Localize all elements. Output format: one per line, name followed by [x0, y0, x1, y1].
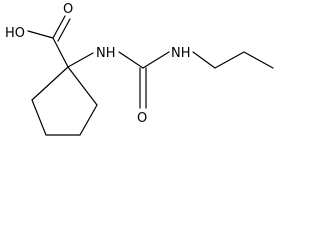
- bond-ring-carbon-to-nh: [67, 52, 94, 68]
- bond-propyl-c2-c3: [243, 51, 274, 69]
- bond-urea-carbon-to-nh: [142, 51, 170, 69]
- bond-ho-to-carboxyl-carbon: [27, 30, 54, 39]
- ring-bond-5: [31, 66, 69, 101]
- atom-label-acid-oxygen: O: [63, 2, 73, 17]
- bond-nh-to-urea-carbon: [118, 51, 144, 69]
- atom-label-nh-left: NH: [96, 46, 116, 61]
- atom-label-nh-right: NH: [171, 46, 191, 61]
- ring-bond-1: [67, 66, 98, 106]
- chemical-structure-diagram: HO O NH O NH: [5, 2, 274, 136]
- bond-nh-to-propyl-c1: [192, 51, 216, 69]
- ring-bond-4: [31, 99, 47, 136]
- bond-carboxyl-c-to-ring-carbon: [52, 37, 69, 68]
- atom-label-hydroxyl: HO: [5, 26, 25, 41]
- ring-bond-2: [79, 104, 98, 136]
- bond-carboxyl-c-double-o-a: [52, 15, 66, 39]
- bond-propyl-c1-c2: [214, 51, 245, 69]
- bond-carboxyl-c-double-o-b: [57, 18, 71, 42]
- atom-label-urea-oxygen: O: [137, 111, 147, 126]
